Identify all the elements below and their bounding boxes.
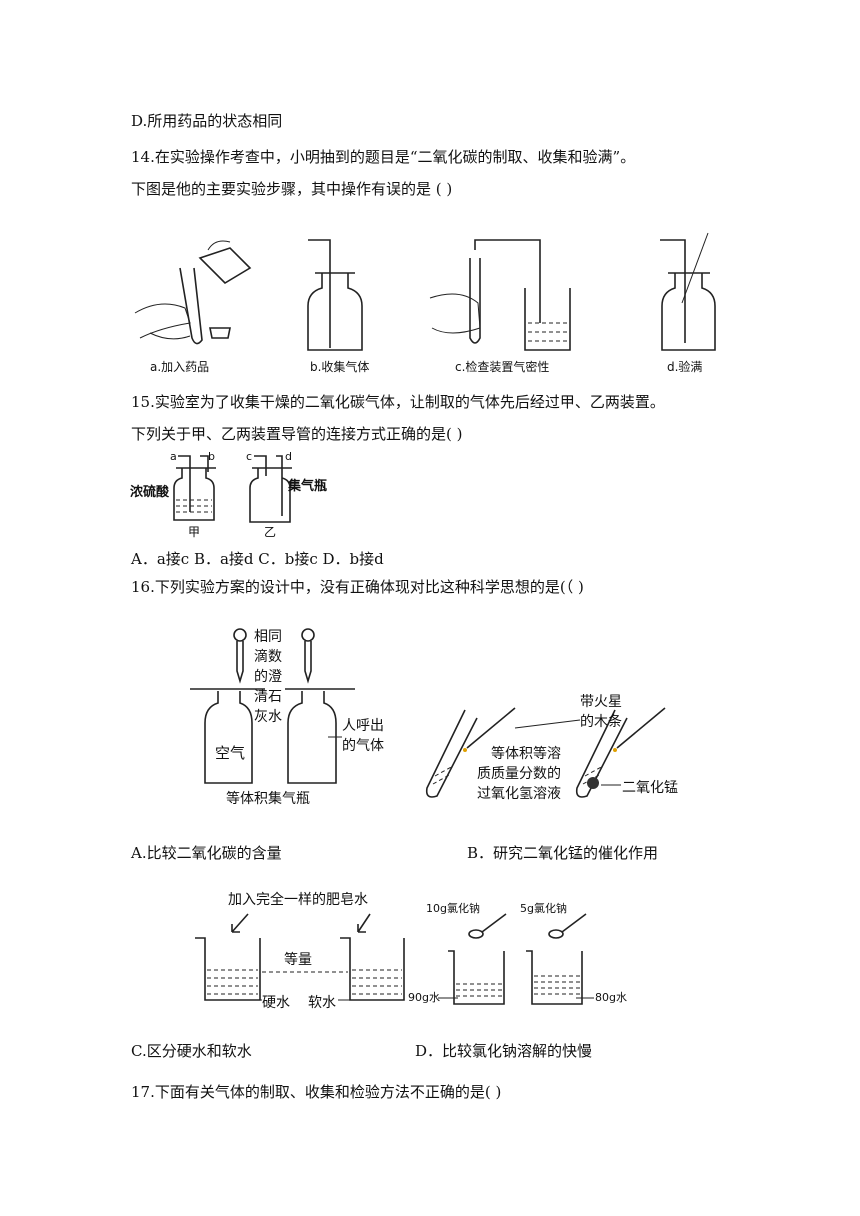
q16b-label-solution-1: 等体积等溶	[491, 745, 561, 762]
q16a-drop-text-3: 的澄	[254, 669, 282, 685]
q16-figure-a: 相同 滴数 的澄 清石 灰水 空气 人呼出 的气体 等体积集气瓶	[190, 628, 384, 807]
question-15-line1: 15.实验室为了收集干燥的二氧化碳气体，让制取的气体先后经过甲、乙两装置。	[131, 393, 665, 411]
option-d-text: D.所用药品的状态相同	[131, 112, 283, 130]
q16-option-b: B．研究二氧化锰的催化作用	[467, 844, 659, 862]
q16a-drop-text-2: 滴数	[254, 648, 282, 665]
q16a-label-breath-2: 的气体	[342, 738, 384, 754]
q16a-label-bottles: 等体积集气瓶	[226, 790, 310, 807]
question-14-line1: 14.在实验操作考查中，小明抽到的题目是“二氧化碳的制取、收集和验满”。	[131, 148, 636, 166]
question-17-line1: 17.下面有关气体的制取、收集和检验方法不正确的是( )	[131, 1083, 502, 1101]
q16-figure-d: 10g氯化钠 5g氯化钠 90g水 80g水	[408, 901, 627, 1005]
q14-step-d-drawing	[660, 232, 716, 351]
q16b-label-solution-3: 过氧化氢溶液	[477, 786, 561, 802]
q16-option-c: C.区分硬水和软水	[131, 1042, 252, 1060]
q16d-label-10g: 10g氯化钠	[426, 901, 480, 915]
question-15-options: A．a接c B．a接d C．b接c D．b接d	[131, 550, 384, 568]
q15-label-acid: 浓硫酸	[130, 484, 170, 500]
q15-port-b: b	[208, 450, 215, 463]
q16a-label-breath-1: 人呼出	[342, 718, 384, 734]
q15-port-d: d	[285, 450, 292, 463]
q15-label-bottle: 集气瓶	[287, 478, 327, 494]
q16-option-a: A.比较二氧化碳的含量	[131, 844, 282, 862]
q16b-label-solution-2: 质质量分数的	[477, 766, 561, 782]
q14-caption-d: d.验满	[667, 359, 702, 374]
q16b-label-mno2: 二氧化锰	[622, 780, 678, 796]
q15-port-a: a	[170, 450, 177, 463]
q16-option-d: D．比较氯化钠溶解的快慢	[415, 1042, 593, 1060]
q16d-label-90g: 90g水	[408, 991, 440, 1004]
q16c-label-hard: 硬水	[262, 995, 290, 1011]
q15-figure: a b 浓硫酸 甲 c d 集气瓶 乙	[130, 450, 327, 539]
q16b-label-splint-1: 带火星	[580, 694, 622, 710]
question-15-line2: 下列关于甲、乙两装置导管的连接方式正确的是( )	[131, 425, 463, 443]
q16c-label-equal: 等量	[284, 951, 312, 968]
q16-figure-c: 加入完全一样的肥皂水 等量 硬水 软水	[195, 891, 405, 1011]
q16a-label-air: 空气	[215, 744, 245, 762]
q15-label-yi: 乙	[264, 525, 276, 539]
q16b-label-splint-2: 的木条	[580, 713, 622, 730]
q16a-drop-text-1: 相同	[254, 629, 282, 645]
q15-port-c: c	[246, 450, 252, 463]
q14-figure: a.加入药品 b.收集气体 c.检查装置气密性 d.验满	[134, 232, 716, 374]
question-16-line1: 16.下列实验方案的设计中，没有正确体现对比这种科学思想的是(（ )	[131, 578, 584, 596]
q14-step-b-drawing	[307, 239, 363, 351]
q16-figure-b: 带火星 的木条 等体积等溶 质质量分数的 过氧化氢溶液 二氧化锰	[425, 694, 678, 802]
q16a-drop-text-4: 清石	[254, 689, 282, 705]
q16d-label-5g: 5g氯化钠	[520, 901, 567, 915]
q16c-label-soap: 加入完全一样的肥皂水	[228, 891, 368, 908]
q14-caption-b: b.收集气体	[310, 359, 369, 374]
question-14-line2: 下图是他的主要实验步骤，其中操作有误的是 ( )	[131, 180, 453, 198]
q16d-label-80g: 80g水	[595, 991, 627, 1004]
q16a-drop-text-5: 灰水	[254, 709, 282, 725]
q14-caption-c: c.检查装置气密性	[455, 359, 549, 374]
q15-label-jia: 甲	[188, 525, 200, 539]
q14-step-a-drawing	[134, 240, 252, 345]
q16c-label-soft: 软水	[308, 995, 336, 1011]
q14-caption-a: a.加入药品	[150, 360, 209, 374]
q14-step-c-drawing	[429, 239, 571, 351]
